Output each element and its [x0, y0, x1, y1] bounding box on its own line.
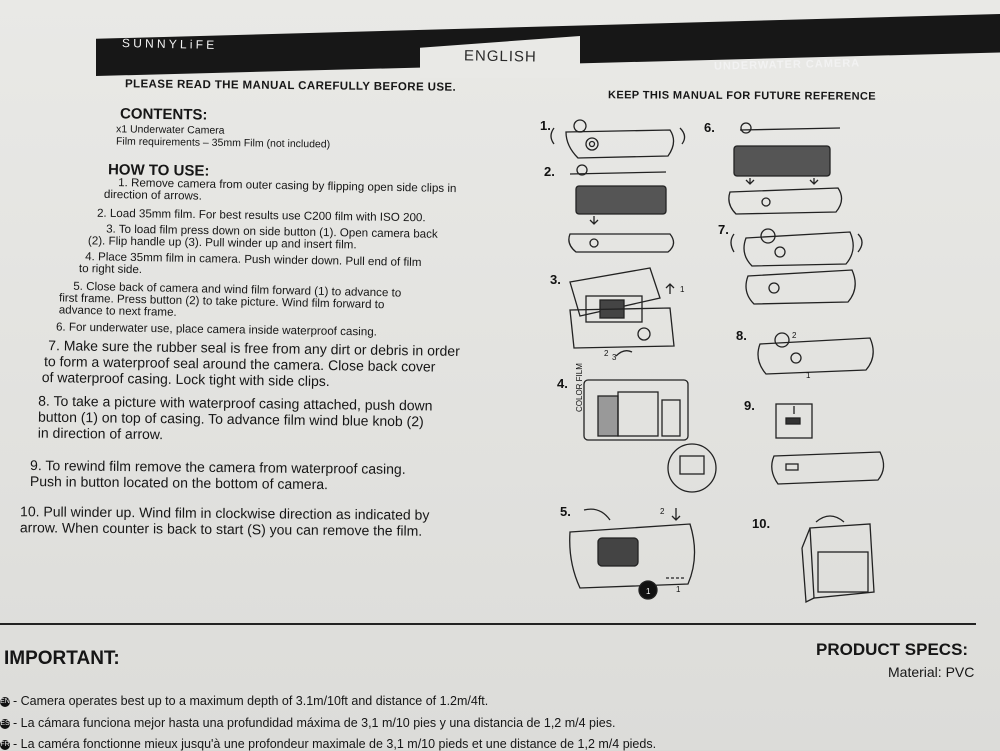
- step-3: 3. To load film press down on side butto…: [88, 223, 438, 252]
- figure-label-10: 10.: [752, 516, 771, 531]
- callout-number: 2: [792, 331, 797, 340]
- callout-number: 1: [646, 587, 651, 596]
- keep-notice: KEEP THIS MANUAL FOR FUTURE REFERENCE: [607, 89, 877, 103]
- illustration-panel: 1. 2. 3. 4. 5. 6. 7. 8. 9. 10.: [540, 112, 940, 612]
- french-flag-icon: FR: [0, 739, 10, 750]
- figure-label-5: 5.: [560, 504, 571, 519]
- spanish-flag-icon: ES: [0, 718, 10, 729]
- camera-winder-drawing: [801, 515, 875, 604]
- camera-casing-drawing: [728, 122, 843, 215]
- figure-label-7: 7.: [718, 222, 729, 237]
- step-8: 8. To take a picture with waterproof cas…: [38, 393, 433, 446]
- camera-casing-drawing: [550, 119, 686, 159]
- callout-number: 1: [676, 585, 681, 594]
- important-line-es: ES- La cámara funciona mejor hasta una p…: [0, 716, 615, 730]
- camera-open-drawing: [569, 267, 675, 357]
- important-text: - La caméra fonctionne mieux jusqu'à une…: [13, 737, 657, 751]
- step-1: 1. Remove camera from outer casing by fl…: [104, 176, 457, 207]
- product-material: Material: PVC: [888, 664, 975, 680]
- step-line: 6. For underwater use, place camera insi…: [55, 320, 378, 339]
- product-name: UNDERWATER CAMERA: [713, 57, 861, 73]
- product-specs-title: PRODUCT SPECS:: [816, 640, 969, 659]
- contents-item: Film requirements – 35mm Film (not inclu…: [115, 135, 331, 151]
- figure-label-9: 9.: [744, 398, 755, 413]
- read-notice: PLEASE READ THE MANUAL CAREFULLY BEFORE …: [124, 78, 457, 94]
- step-2: 2. Load 35mm film. For best results use …: [96, 206, 426, 225]
- important-line-en: EN- Camera operates best up to a maximum…: [0, 694, 488, 708]
- step-4: 4. Place 35mm film in camera. Push winde…: [79, 250, 422, 281]
- contents-item: x1 Underwater Camera: [115, 123, 225, 137]
- language-label: ENGLISH: [463, 47, 538, 66]
- step-line: 2. Load 35mm film. For best results use …: [96, 206, 426, 225]
- step-7: 7. Make sure the rubber seal is free fro…: [42, 337, 460, 391]
- important-line-fr: FR- La caméra fonctionne mieux jusqu'à u…: [0, 737, 656, 751]
- film-loading-drawing: [583, 379, 717, 493]
- callout-number: 1: [806, 371, 811, 380]
- step-line: arrow. When counter is back to start (S)…: [19, 519, 423, 539]
- step-5: 5. Close back of camera and wind film fo…: [59, 280, 402, 323]
- callout-number: 2: [604, 349, 609, 358]
- figure-label-4: 4.: [557, 376, 568, 391]
- important-text: - La cámara funciona mejor hasta una pro…: [13, 716, 616, 730]
- contents-title: CONTENTS:: [119, 105, 208, 124]
- section-divider: [0, 623, 976, 625]
- callout-number: 3: [612, 353, 617, 362]
- figure-label-1: 1.: [540, 118, 551, 133]
- english-flag-icon: EN: [0, 696, 10, 707]
- step-6: 6. For underwater use, place camera insi…: [55, 320, 378, 339]
- figure-label-2: 2.: [544, 164, 555, 179]
- brand-logo: SUNNYLiFE: [121, 36, 218, 52]
- camera-line-drawings: COLOR FILM 1 2 3 2 1 2 1 1: [550, 119, 885, 604]
- important-text: - Camera operates best up to a maximum d…: [13, 694, 489, 708]
- figure-label-3: 3.: [550, 272, 561, 287]
- camera-casing-drawing: [568, 164, 675, 253]
- important-title: IMPORTANT:: [4, 648, 120, 669]
- figure-label-6: 6.: [704, 120, 715, 135]
- callout-number: 2: [660, 507, 665, 516]
- figure-label-8: 8.: [736, 328, 747, 343]
- film-cartridge-label: COLOR FILM: [575, 363, 584, 412]
- camera-bottom-drawing: [771, 403, 885, 485]
- camera-hand-drawing: [569, 508, 696, 600]
- step-9: 9. To rewind film remove the camera from…: [30, 457, 406, 493]
- callout-number: 1: [680, 285, 685, 294]
- step-10: 10. Pull winder up. Wind film in clockwi…: [20, 503, 430, 539]
- camera-casing-drawing: [757, 332, 874, 375]
- camera-casing-drawing: [730, 228, 863, 305]
